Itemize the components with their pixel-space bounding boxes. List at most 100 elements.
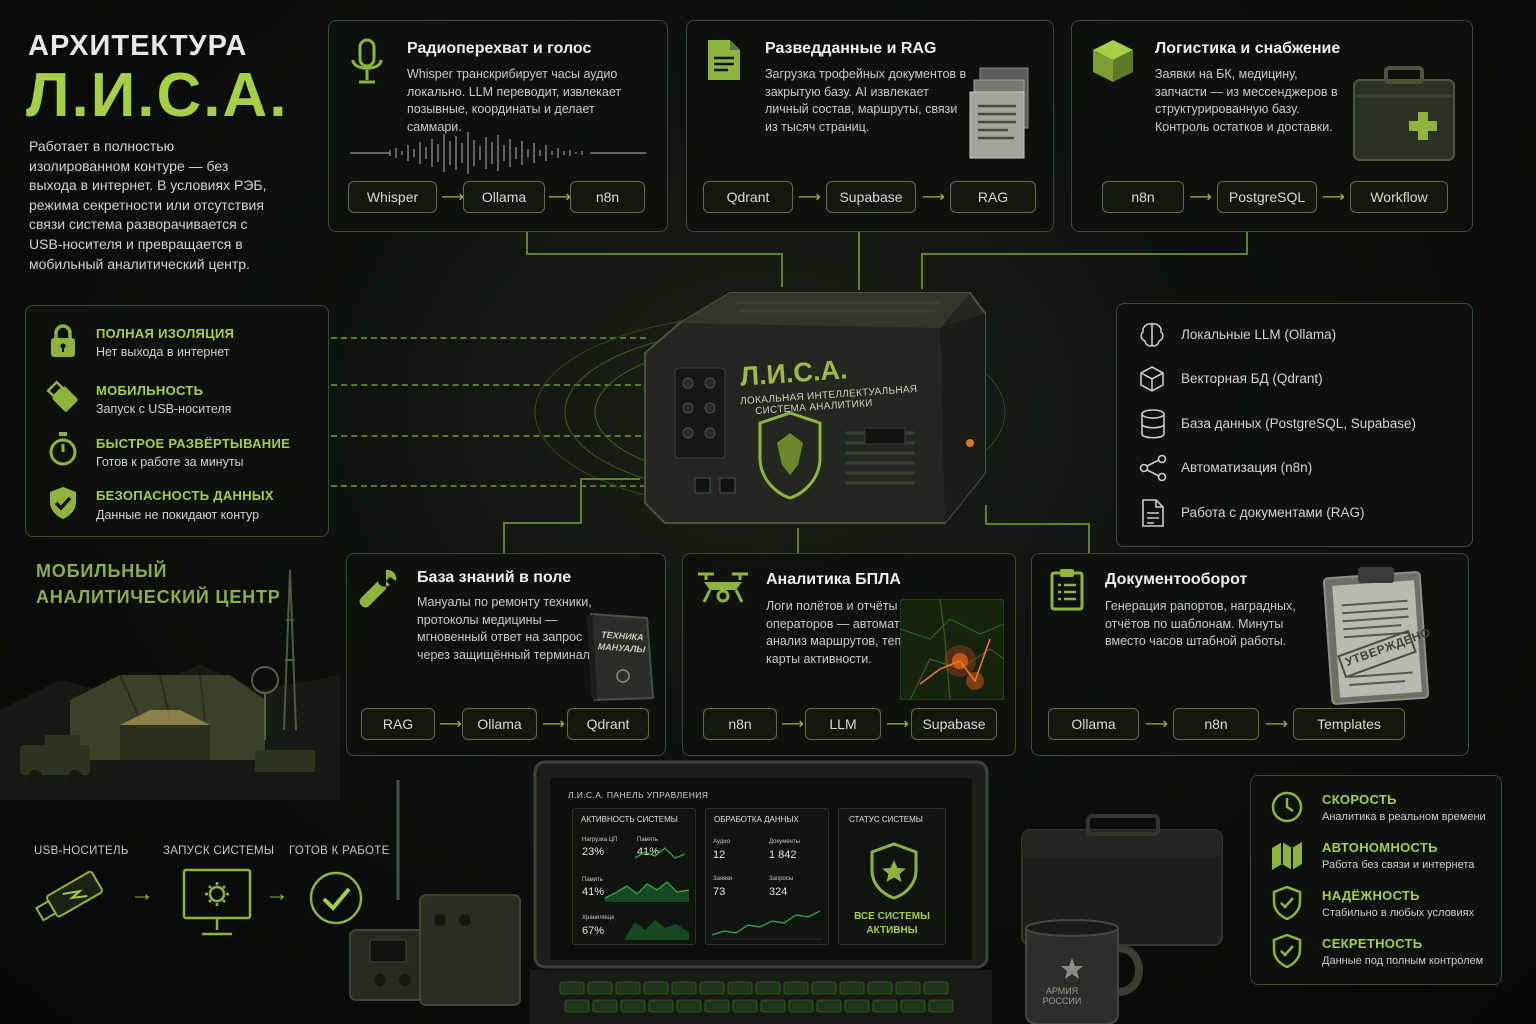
card-text: Заявки на БК, медицину, запчасти — из ме… bbox=[1155, 67, 1338, 134]
microphone-icon bbox=[351, 38, 383, 84]
metric-label: Запросы bbox=[769, 876, 794, 882]
lock-icon bbox=[51, 324, 75, 357]
clipboard-icon bbox=[1050, 569, 1084, 611]
connector-line bbox=[526, 253, 782, 255]
connector-line bbox=[985, 505, 987, 525]
connector-dashed bbox=[331, 384, 641, 386]
flow-step: n8n bbox=[570, 181, 645, 213]
flow-step: RAG bbox=[950, 181, 1036, 213]
file-icon bbox=[1142, 499, 1164, 527]
status-line-1: ВСЕ СИСТЕМЫ bbox=[854, 911, 930, 922]
arrow-right-icon: ⟶ bbox=[781, 716, 804, 733]
connector-line bbox=[1088, 523, 1090, 553]
metric-label: Аудио bbox=[713, 839, 730, 845]
flow-step: Supabase bbox=[826, 181, 916, 213]
lisa-server-case bbox=[644, 292, 986, 524]
cube-icon bbox=[1093, 40, 1133, 82]
panel-title: СТАТУС СИСТЕМЫ bbox=[849, 815, 923, 824]
deploy-step-label: ГОТОВ К РАБОТЕ bbox=[289, 845, 390, 857]
connector-line bbox=[985, 523, 1089, 525]
manual-book-graphic bbox=[587, 612, 655, 702]
waveform-graphic bbox=[350, 132, 646, 174]
brain-icon bbox=[1140, 323, 1164, 347]
card-text: Whisper транскрибирует часы аудио локаль… bbox=[407, 67, 622, 134]
monitor-gear-icon bbox=[182, 868, 252, 936]
card-text: Загрузка трофейных документов в закрытую… bbox=[765, 67, 967, 134]
connector-line bbox=[580, 478, 582, 524]
metric-label: Заявки bbox=[713, 876, 733, 882]
metric-value: 23% bbox=[582, 846, 605, 858]
feature-subtitle: Нет выхода в интернет bbox=[96, 345, 230, 359]
arrow-right-icon: ⟶ bbox=[1145, 716, 1168, 733]
map-icon bbox=[1272, 842, 1302, 870]
feature-title: БЕЗОПАСНОСТЬ ДАННЫХ bbox=[96, 488, 274, 503]
shield-icon bbox=[1272, 886, 1302, 920]
feature-subtitle: Запуск с USB-носителя bbox=[96, 402, 232, 416]
card-title: База знаний в поле bbox=[417, 569, 572, 586]
tech-stack-panel bbox=[1116, 303, 1473, 547]
connector-line bbox=[1246, 232, 1248, 254]
benefit-subtitle: Работа без связи и интернета bbox=[1322, 859, 1475, 871]
feature-subtitle: Готов к работе за минуты bbox=[96, 455, 244, 469]
connector-line bbox=[580, 478, 640, 480]
metric-label: Нагрузка ЦП bbox=[582, 837, 618, 843]
sparkline-chart bbox=[605, 847, 690, 940]
processing-line-chart bbox=[712, 910, 822, 940]
metric-value: 1 842 bbox=[769, 849, 797, 861]
shield-check-icon bbox=[1272, 934, 1302, 968]
flow-step: Whisper bbox=[348, 181, 437, 213]
arrow-right-icon: ⟶ bbox=[441, 189, 464, 206]
flow-step: Ollama bbox=[463, 181, 545, 213]
card-text: Генерация рапортов, наградных, отчётов п… bbox=[1105, 599, 1296, 648]
arrow-right-icon: ⟶ bbox=[439, 716, 462, 733]
arrow-right-icon: ⟶ bbox=[798, 189, 821, 206]
heatmap-map-graphic bbox=[900, 599, 1004, 700]
deploy-step-label: ЗАПУСК СИСТЕМЫ bbox=[163, 845, 275, 857]
arrow-right-icon: ⟶ bbox=[1189, 189, 1212, 206]
benefit-title: НАДЁЖНОСТЬ bbox=[1322, 888, 1420, 903]
shield-check-icon bbox=[50, 487, 76, 519]
card-title: Документооборот bbox=[1105, 571, 1248, 588]
stack-item-label: Локальные LLM (Ollama) bbox=[1181, 327, 1337, 342]
document-icon bbox=[708, 40, 740, 80]
arrow-right-icon: ⟶ bbox=[542, 716, 565, 733]
connector-line bbox=[797, 528, 799, 553]
feature-title: БЫСТРОЕ РАЗВЁРТЫВАНИЕ bbox=[96, 436, 291, 451]
manual-book-label: ТЕХНИКА МАНУАЛЫ bbox=[597, 629, 646, 655]
shield-star-icon bbox=[870, 842, 918, 900]
card-title: Аналитика БПЛА bbox=[766, 571, 901, 588]
connector-line bbox=[503, 522, 505, 553]
feature-subtitle: Данные не покидают контур bbox=[96, 508, 260, 522]
benefit-title: СКОРОСТЬ bbox=[1322, 792, 1397, 807]
feature-title: ПОЛНАЯ ИЗОЛЯЦИЯ bbox=[96, 326, 235, 341]
flow-step: Qdrant bbox=[703, 181, 793, 213]
check-circle-icon bbox=[309, 871, 363, 925]
benefit-subtitle: Аналитика в реальном времени bbox=[1322, 811, 1486, 823]
metric-label: Память bbox=[637, 837, 658, 843]
mobile-center-title-1: МОБИЛЬНЫЙ bbox=[36, 561, 168, 581]
field-radio-graphic bbox=[349, 780, 521, 1006]
mobile-center-title-2: АНАЛИТИЧЕСКИЙ ЦЕНТР bbox=[36, 587, 281, 607]
flow-step: PostgreSQL bbox=[1217, 181, 1317, 213]
mug-text: АРМИЯ РОССИИ bbox=[1042, 986, 1082, 1006]
connector-dashed bbox=[331, 435, 641, 437]
metric-value: 73 bbox=[713, 886, 726, 898]
flow-step: LLM bbox=[805, 708, 881, 740]
flow-step: Ollama bbox=[1048, 708, 1139, 740]
metric-label: Хранилище bbox=[582, 915, 615, 921]
wrench-icon bbox=[359, 569, 397, 608]
metric-value: 41% bbox=[582, 886, 605, 898]
benefit-subtitle: Данные под полным контролем bbox=[1322, 955, 1484, 967]
stack-item-label: Автоматизация (n8n) bbox=[1181, 460, 1313, 475]
equipment-case-graphic bbox=[1021, 814, 1223, 946]
status-line-2: АКТИВНЫ bbox=[866, 925, 918, 936]
dashboard-title: Л.И.С.А. ПАНЕЛЬ УПРАВЛЕНИЯ bbox=[568, 790, 709, 800]
nodes-icon bbox=[1139, 454, 1167, 482]
stack-item-label: База данных (PostgreSQL, Supabase) bbox=[1181, 416, 1416, 431]
arrow-right-icon: ⟶ bbox=[1322, 189, 1345, 206]
dashboard-panel-processing bbox=[705, 808, 829, 945]
flow-step: n8n bbox=[1102, 181, 1184, 213]
stack-item-label: Работа с документами (RAG) bbox=[1181, 505, 1365, 520]
connector-line bbox=[526, 232, 528, 254]
metric-value: 67% bbox=[582, 925, 605, 937]
